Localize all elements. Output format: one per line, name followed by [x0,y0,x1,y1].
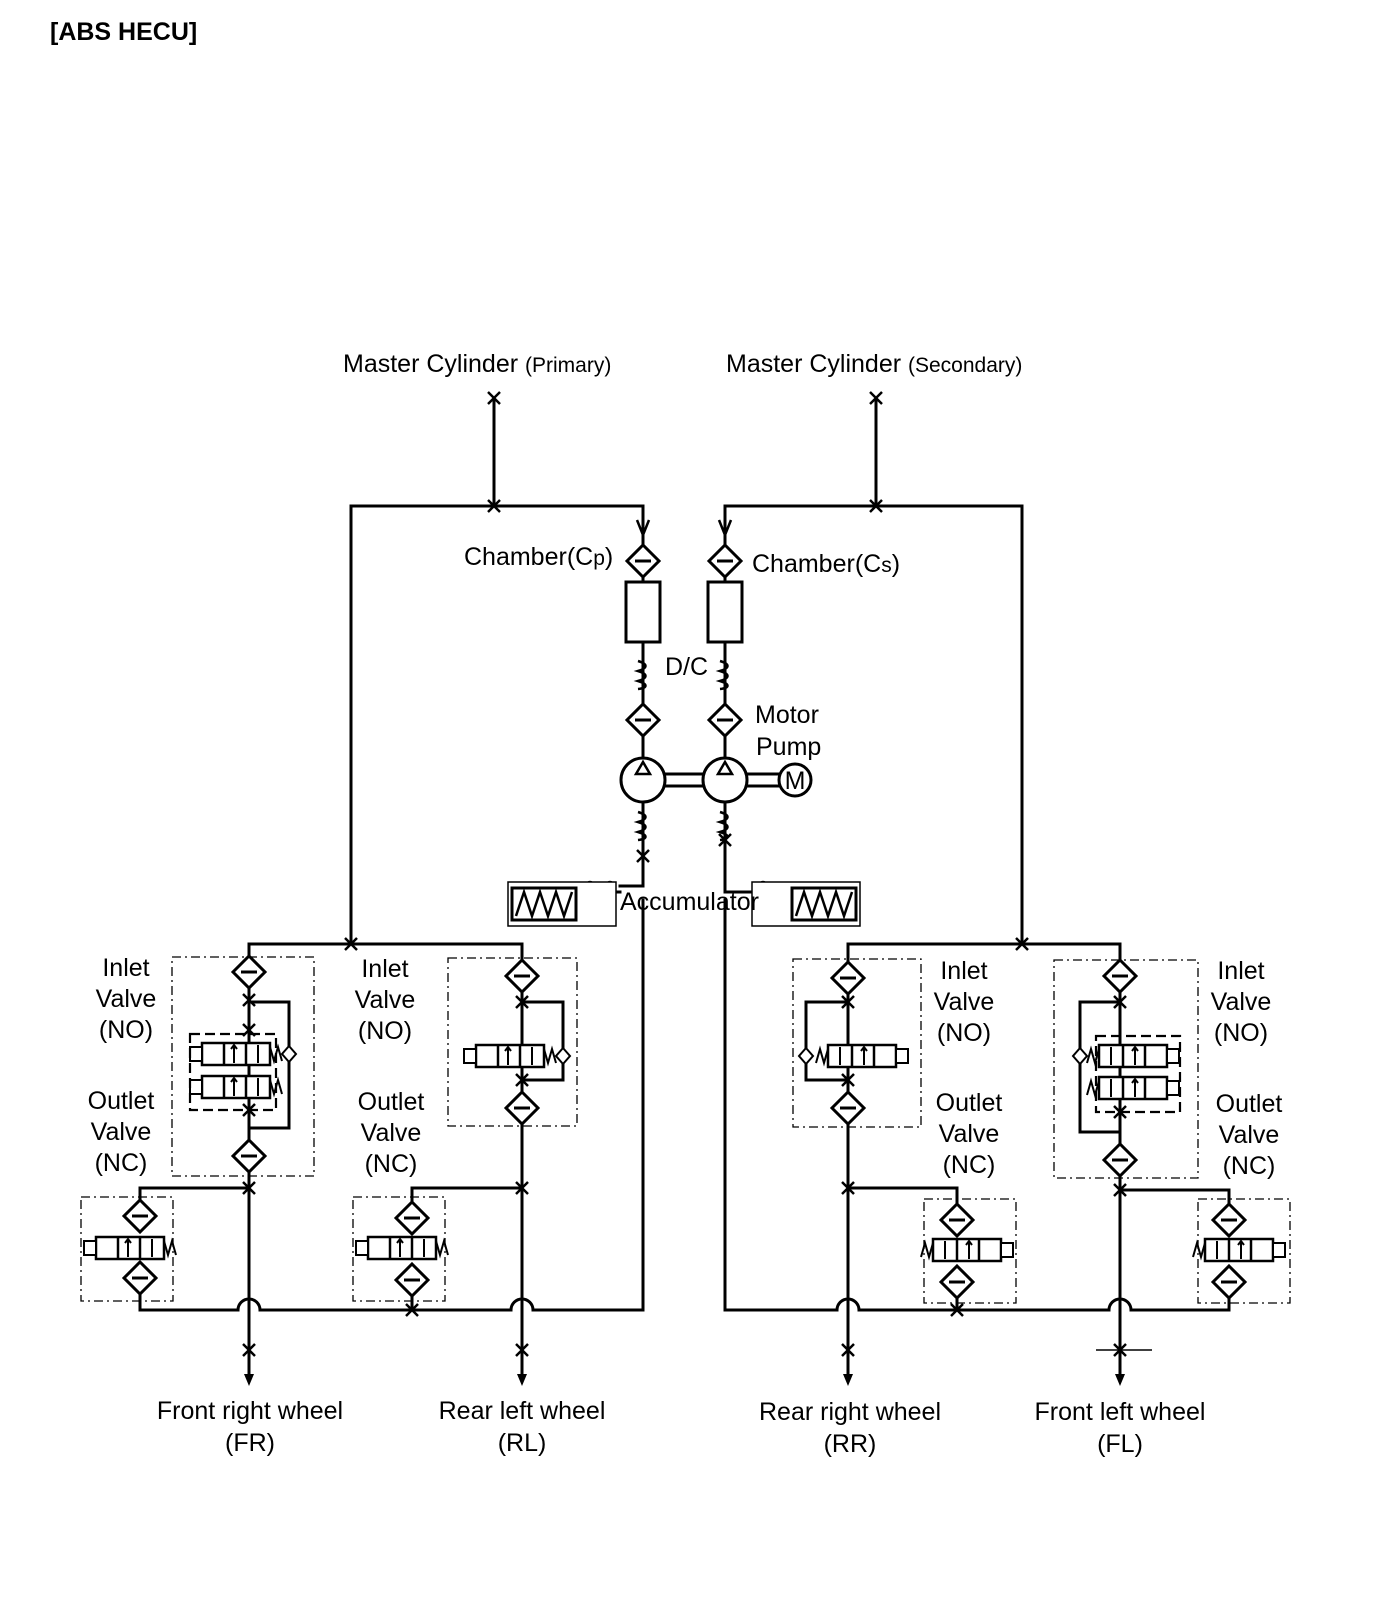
damping-chamber-label: D/C [665,653,708,681]
page-title: [ABS HECU] [50,18,197,46]
master-cylinder-primary-label: Master Cylinder (Primary) [343,350,611,378]
secondary-circuit [663,390,1291,1386]
chamber-primary-label: Chamber(Cp) [464,543,613,571]
wheel-rr-label: Rear right wheel(RR) [759,1398,941,1458]
wheel-fl-label: Front left wheel(FL) [1035,1398,1206,1458]
primary-circuit [80,390,667,1386]
chamber-secondary-label: Chamber(Cs) [752,550,900,578]
motor-pump-label-line2: Pump [756,733,821,761]
motor-pump-label-line1: Motor [755,701,819,729]
accumulator-secondary [750,880,862,928]
chamber-primary [624,580,662,644]
wheel-fr-label: Front right wheel(FR) [157,1397,343,1457]
accumulator-label: Accumulator [620,888,759,916]
chamber-secondary [706,580,744,644]
motor-symbol [777,762,813,798]
accumulator-primary [506,880,618,928]
wheel-rl-label: Rear left wheel(RL) [439,1397,606,1457]
motor-label: M [785,767,806,795]
master-cylinder-secondary-label: Master Cylinder (Secondary) [726,350,1022,378]
